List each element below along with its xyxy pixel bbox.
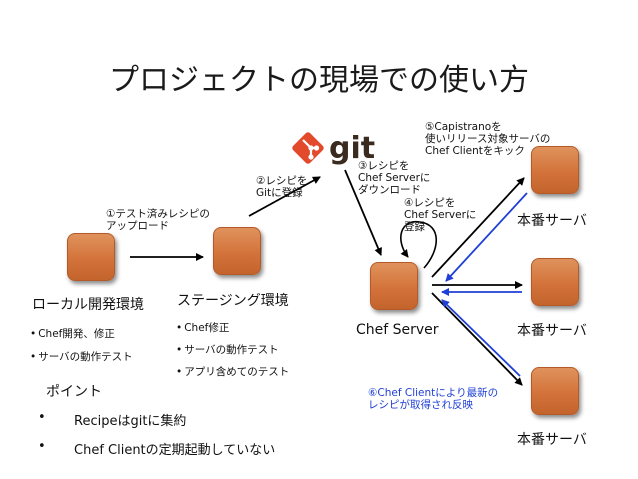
staging-label: ステージング環境 (177, 293, 289, 309)
step5-line: ⑤Capistranoを (425, 121, 502, 133)
step3-line: ③レシピを (358, 160, 410, 172)
step1-line: ①テスト済みレシピの (106, 208, 210, 220)
step4-line: Chef Serverに (404, 209, 477, 221)
chef-server-label: Chef Server (356, 322, 439, 338)
arrow-kick-3 (431, 292, 523, 386)
step2-line: ②レシピを (256, 175, 308, 187)
arrow-fetch-3 (441, 299, 521, 377)
arrow-self-register (400, 221, 437, 269)
arrow-download (344, 169, 382, 256)
arrow-git-register (248, 176, 321, 217)
prod-server-3-box (531, 367, 579, 415)
local-dev-label: ローカル開発環境 (32, 297, 144, 313)
step3-note: ③レシピを Chef Serverに ダウンロード (358, 160, 430, 196)
local-bullet: サーバの動作テスト (30, 349, 132, 364)
step4-line: 登録 (404, 221, 425, 233)
prod-server-1-box (531, 146, 579, 194)
git-diamond-icon: git (292, 131, 375, 166)
staging-bullet: サーバの動作テスト (176, 342, 278, 357)
prod-server-2-label: 本番サーバ (517, 323, 587, 339)
point-item: Chef Clientの定期起動していない (38, 439, 275, 458)
arrow-kick-1 (431, 177, 525, 278)
step6-line: レシピが取得され反映 (368, 399, 473, 411)
step6-line: ⑥Chef Clientにより最新の (368, 387, 499, 399)
prod-server-3-label: 本番サーバ (517, 432, 587, 448)
step4-note: ④レシピを Chef Serverに 登録 (404, 197, 476, 233)
step5-line: 使いリリース対象サーバの (425, 133, 551, 145)
staging-bullet: アプリ含めてのテスト (176, 364, 289, 379)
step4-line: ④レシピを (404, 197, 456, 209)
prod-server-1-label: 本番サーバ (517, 213, 587, 229)
step5-line: Chef Clientをキック (425, 145, 525, 157)
local-bullet: Chef開発、修正 (30, 326, 115, 341)
step5-note: ⑤Capistranoを 使いリリース対象サーバの Chef Clientをキッ… (425, 121, 550, 157)
step2-line: Gitに登録 (256, 187, 303, 199)
step3-line: Chef Serverに (358, 172, 431, 184)
staging-bullet: Chef修正 (176, 320, 229, 335)
slide-title: プロジェクトの現場での使い方 (109, 63, 529, 98)
step1-line: アップロード (106, 220, 169, 232)
step3-line: ダウンロード (358, 184, 421, 196)
chef-server-box (370, 262, 418, 310)
points-heading: ポイント (46, 384, 102, 400)
staging-box (213, 227, 261, 275)
point-item: Recipeはgitに集約 (38, 410, 187, 429)
step2-note: ②レシピを Gitに登録 (256, 175, 307, 199)
prod-server-2-box (531, 258, 579, 306)
git-logo-text: git (329, 131, 375, 166)
local-dev-box (67, 233, 115, 281)
step6-note: ⑥Chef Clientにより最新の レシピが取得され反映 (368, 387, 498, 411)
git-logo: git (291, 128, 381, 168)
step1-note: ①テスト済みレシピの アップロード (106, 208, 210, 232)
arrow-fetch-1 (445, 192, 528, 282)
